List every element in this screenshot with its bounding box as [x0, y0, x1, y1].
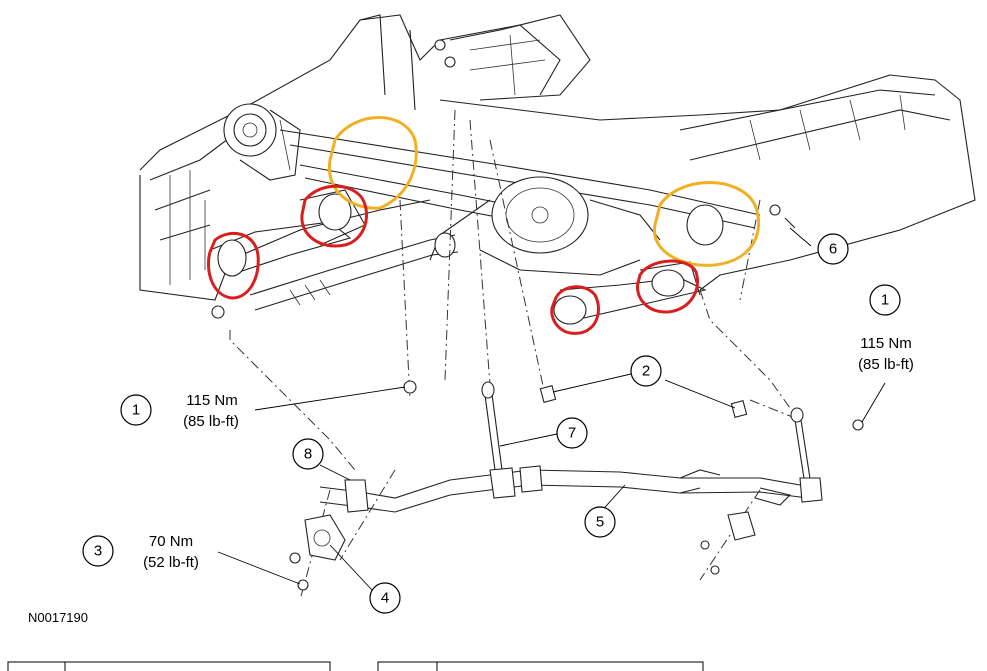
callout-1-left: 1 [120, 394, 152, 426]
bushings [217, 193, 724, 325]
torque-3-nm: 70 Nm [149, 533, 193, 550]
orange-circle-right [653, 181, 761, 267]
svg-text:6: 6 [829, 241, 837, 258]
highlight-marks [206, 116, 761, 335]
callout-3: 3 [82, 535, 114, 567]
legend-table-borders [7, 661, 704, 671]
svg-text:5: 5 [596, 514, 604, 531]
axle-tube [249, 232, 459, 311]
nuts [539, 385, 748, 418]
red-circle-4 [635, 259, 699, 314]
callout-5: 5 [584, 506, 616, 538]
svg-text:8: 8 [304, 446, 312, 463]
frame-rails [139, 14, 976, 301]
frame-bolts [211, 39, 796, 319]
red-circle-2 [300, 184, 368, 248]
leader-lines [217, 227, 886, 591]
red-circle-3 [550, 285, 600, 335]
torque-3-lbft: (52 lb-ft) [143, 554, 199, 571]
torque-1-right-lbft: (85 lb-ft) [858, 356, 914, 373]
callout-1-right: 1 [869, 284, 901, 316]
svg-text:4: 4 [381, 590, 389, 607]
stabilizer-links [403, 380, 864, 486]
svg-text:3: 3 [94, 543, 102, 560]
differential-housing [429, 176, 661, 276]
torque-1-right-nm: 115 Nm [860, 335, 911, 352]
svg-text:1: 1 [881, 292, 889, 309]
stabilizer-bar [319, 465, 823, 513]
callout-2: 2 [630, 355, 662, 387]
torque-1-left-nm: 115 Nm [186, 392, 237, 409]
stabilizer-bracket [289, 511, 756, 591]
svg-text:2: 2 [642, 363, 650, 380]
callout-6: 6 [817, 233, 849, 265]
red-circle-1 [206, 231, 260, 300]
hub-assembly [223, 103, 301, 181]
svg-text:7: 7 [568, 425, 576, 442]
callout-7: 7 [556, 417, 588, 449]
callout-8: 8 [292, 438, 324, 470]
callout-4: 4 [369, 582, 401, 614]
orange-circle-left [327, 116, 418, 210]
figure-code: N0017190 [28, 610, 88, 625]
svg-text:1: 1 [132, 402, 140, 419]
torque-1-left-lbft: (85 lb-ft) [183, 413, 239, 430]
